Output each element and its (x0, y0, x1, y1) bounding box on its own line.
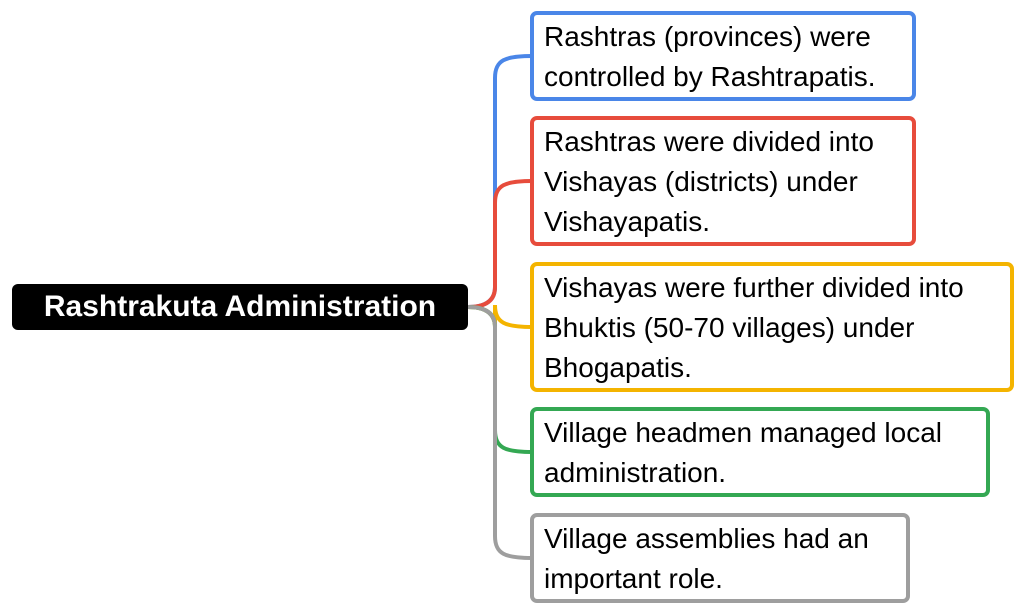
branch-text-line: Rashtras (provinces) were (544, 21, 871, 52)
branch-text-line: important role. (544, 563, 723, 594)
connector-line (466, 305, 534, 560)
branch-text-line: Rashtras were divided into (544, 126, 874, 157)
connector-line (466, 305, 534, 454)
connector-line (466, 179, 534, 309)
branch-node-vishayas: Rashtras were divided into Vishayas (dis… (530, 116, 916, 246)
branch-node-assemblies: Village assemblies had an important role… (530, 513, 910, 603)
branch-text-line: Village headmen managed local (544, 417, 942, 448)
branch-text-line: Vishayapatis. (544, 206, 711, 237)
branch-text-line: Village assemblies had an (544, 523, 869, 554)
branch-node-rashtras: Rashtras (provinces) were controlled by … (530, 11, 916, 101)
branch-text-line: Vishayas (districts) under (544, 166, 858, 197)
branch-node-bhuktis: Vishayas were further divided into Bhukt… (530, 262, 1014, 392)
branch-text-line: Bhogapatis. (544, 352, 692, 383)
root-label: Rashtrakuta Administration (43, 290, 437, 323)
branch-text-line: Vishayas were further divided into (544, 272, 964, 303)
branch-text-line: Bhuktis (50-70 villages) under (544, 312, 915, 343)
root-node: Rashtrakuta Administration (12, 284, 468, 330)
branch-text-line: administration. (544, 457, 727, 488)
branch-text-line: controlled by Rashtrapatis. (544, 61, 876, 92)
branch-node-headmen: Village headmen managed local administra… (530, 407, 990, 497)
